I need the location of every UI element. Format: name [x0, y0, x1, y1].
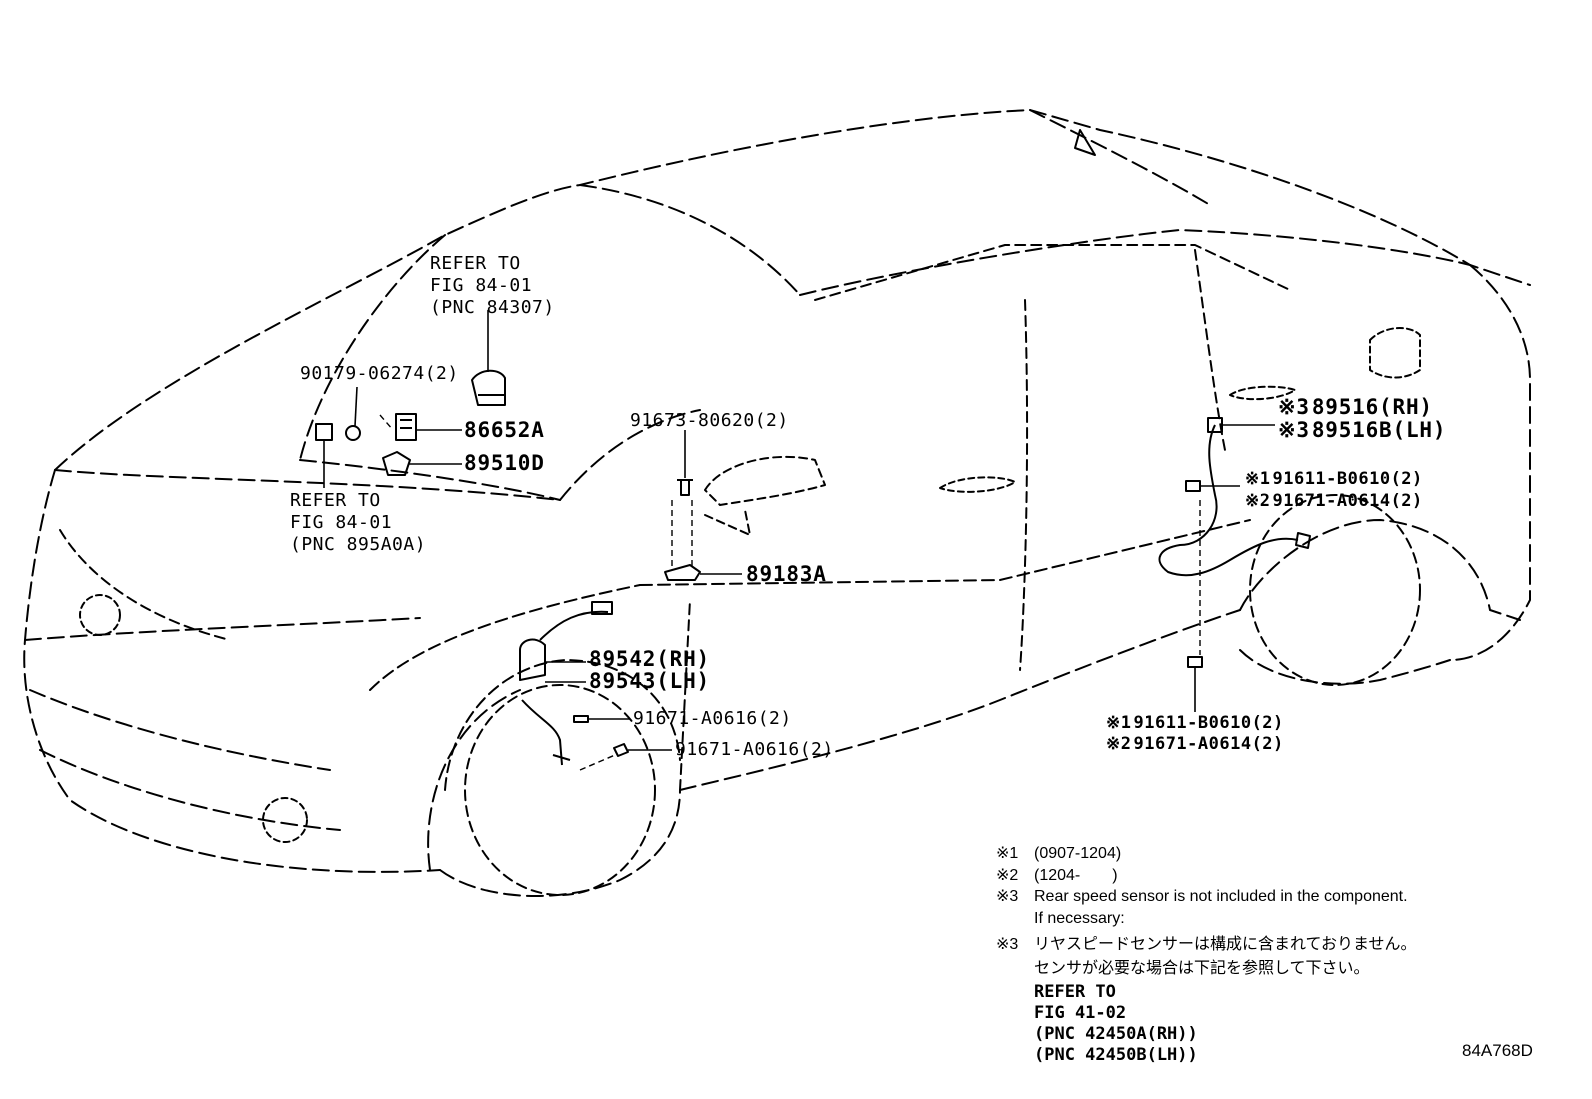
part-label-89516: ※389516(RH): [1278, 397, 1433, 418]
refer-line-1: REFER TO: [430, 253, 521, 274]
refer-line-3: (PNC 84307): [430, 297, 555, 318]
note-text: (1204- ): [1034, 867, 1118, 884]
refer-line-2: FIG 84-01: [290, 512, 393, 533]
note-text: リヤスピードセンサーは構成に含まれておりません。: [1034, 936, 1417, 953]
note-refer-line-4: (PNC 42450B(LH)): [1034, 1045, 1198, 1065]
refer-line-3: (PNC 895A0A): [290, 534, 427, 555]
part-label-86652A: 86652A: [464, 418, 545, 442]
ref-mark: ※1: [1245, 469, 1271, 489]
note-text: Rear speed sensor is not included in the…: [1034, 888, 1408, 905]
note-text: (0907-1204): [1034, 845, 1122, 862]
note-refer-line-3: (PNC 42450A(RH)): [1034, 1024, 1198, 1044]
note-3-jp-line2: センサが必要な場合は下記を参照して下さい。: [1034, 960, 1370, 977]
part-number: 91671-A0614(2): [1272, 491, 1423, 511]
note-refer-line-2: FIG 41-02: [1034, 1003, 1127, 1023]
part-label-90179: 90179-06274(2): [300, 363, 459, 384]
note-mark: ※3: [996, 936, 1019, 953]
part-label-89516B: ※389516B(LH): [1278, 420, 1446, 441]
part-label-89183A: 89183A: [746, 562, 827, 586]
note-1: ※1 (0907-1204): [996, 843, 1121, 865]
ref-mark: ※3: [1278, 418, 1310, 442]
part-number: 91611-B0610(2): [1272, 469, 1423, 489]
note-mark: ※3: [996, 888, 1019, 905]
note-mark: ※2: [996, 867, 1019, 884]
ref-mark: ※2: [1245, 491, 1271, 511]
part-number: 91611-B0610(2): [1133, 713, 1284, 733]
ref-mark: ※3: [1278, 395, 1310, 419]
note-refer-line-1: REFER TO: [1034, 982, 1116, 1002]
ref-mark: ※1: [1106, 713, 1132, 733]
part-number: 89516(RH): [1311, 395, 1433, 419]
refer-line-2: FIG 84-01: [430, 275, 533, 296]
part-label-91673: 91673-80620(2): [630, 410, 789, 431]
part-label-91671-front-2: 91671-A0616(2): [675, 739, 834, 760]
part-label-89543: 89543(LH): [589, 669, 710, 693]
part-label-91671-front-1: 91671-A0616(2): [633, 708, 792, 729]
note-3-en: ※3 Rear speed sensor is not included in t…: [996, 886, 1408, 908]
note-3-en-line2: If necessary:: [1034, 910, 1125, 927]
part-label-89510D: 89510D: [464, 451, 545, 475]
note-2: ※2 (1204- ): [996, 865, 1118, 887]
ref-mark: ※2: [1106, 734, 1132, 754]
part-number: 89516B(LH): [1311, 418, 1447, 442]
part-label-89542: 89542(RH): [589, 647, 710, 671]
note-mark: ※1: [996, 845, 1019, 862]
diagram-code: 84A768D: [1462, 1041, 1533, 1060]
refer-line-1: REFER TO: [290, 490, 381, 511]
note-3-jp: ※3 リヤスピードセンサーは構成に含まれておりません。: [996, 934, 1417, 956]
part-number: 91671-A0614(2): [1133, 734, 1284, 754]
